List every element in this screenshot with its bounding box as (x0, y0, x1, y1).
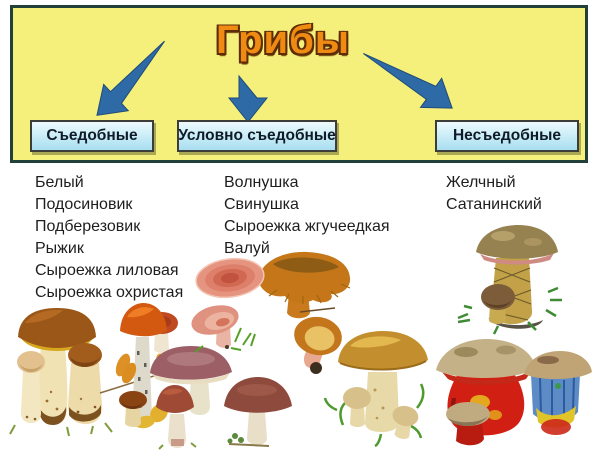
list-item: Рыжик (35, 240, 84, 257)
illustration-conditionally-edible-mushrooms (191, 251, 428, 448)
bolete-cross-section-illustration (524, 351, 592, 435)
list-item: Сыроежка лиловая (35, 262, 179, 279)
list-item: Сыроежка жгучеедкая (224, 218, 390, 235)
list-item: Желчный (446, 174, 516, 191)
list-item: Подосиновик (35, 196, 133, 213)
russula-brown-illustration (224, 377, 292, 447)
list-edible: Белый Подосиновик Подберезовик Рыжик Сыр… (35, 172, 183, 304)
volnushka-illustration (191, 257, 265, 353)
list-item: Подберезовик (35, 218, 141, 235)
category-box-conditionally-edible: Условно съедобные (177, 120, 337, 152)
title-panel: Грибы Съедобные Условно съедобные Несъед… (10, 5, 588, 163)
illustration-edible-mushrooms (9, 303, 232, 450)
list-inedible: Желчный Сатанинский (446, 172, 542, 216)
svinushka-illustration (258, 251, 351, 319)
list-conditionally-edible: Волнушка Свинушка Сыроежка жгучеедкая Ва… (224, 172, 390, 260)
list-item: Свинушка (224, 196, 299, 213)
illustration-inedible-mushrooms (436, 225, 592, 446)
valui-illustration (323, 331, 428, 448)
category-box-inedible: Несъедобные (435, 120, 579, 152)
russula-ochre-illustration (156, 385, 197, 450)
arrow-to-edible (96, 40, 165, 116)
arrow-to-inedible (363, 53, 453, 109)
bitter-bolete-illustration (457, 225, 562, 335)
flow-arrows (96, 40, 453, 123)
russula-purple-illustration (150, 346, 232, 415)
list-item: Белый (35, 174, 84, 191)
list-item: Волнушка (224, 174, 299, 191)
tilted-cap-mushroom-illustration (294, 316, 342, 374)
page-title: Грибы (215, 18, 351, 62)
satan-bolete-illustration (436, 339, 536, 446)
orange-cap-bolete-illustration (99, 303, 170, 429)
arrow-to-conditionally-edible (227, 74, 269, 123)
category-box-edible: Съедобные (30, 120, 154, 152)
porcini-group-illustration (9, 308, 113, 437)
list-item: Валуй (224, 240, 270, 257)
list-item: Сыроежка охристая (35, 284, 184, 301)
list-item: Сатанинский (446, 196, 542, 213)
